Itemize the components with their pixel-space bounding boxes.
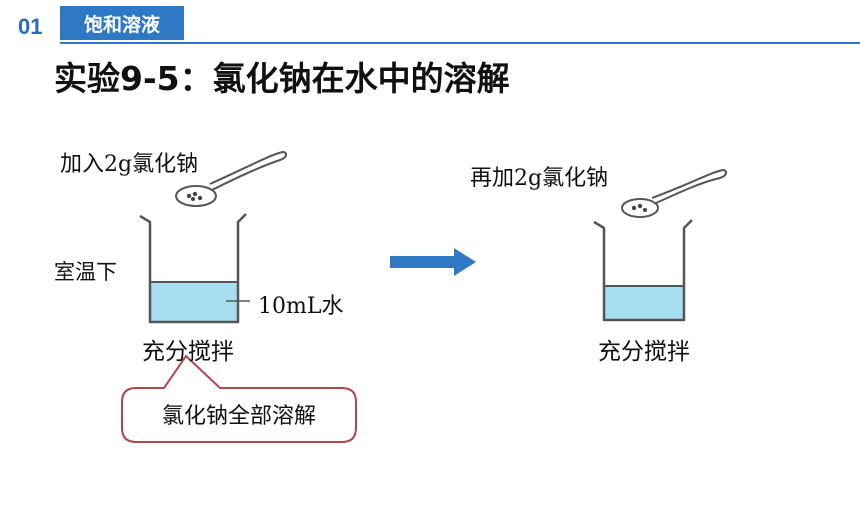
spoon-icon [175, 150, 288, 207]
add-more-salt-label: 再加2g氯化钠 [470, 166, 609, 191]
page-title: 实验9-5：氯化钠在水中的溶解 [54, 59, 510, 98]
section-title: 饱和溶液 [60, 6, 184, 40]
water-volume-label: 10mL水 [258, 294, 344, 319]
stir-label: 充分搅拌 [598, 339, 690, 365]
add-salt-label: 加入2g氯化钠 [60, 152, 199, 177]
temperature-label: 室温下 [54, 260, 117, 284]
beaker-icon [593, 219, 693, 322]
callout-bubble [121, 354, 357, 443]
arrow-right-icon [390, 248, 476, 276]
section-number: 01 [18, 14, 43, 39]
header-divider [60, 42, 860, 44]
beaker-icon [139, 213, 250, 324]
result-callout-text: 氯化钠全部溶解 [161, 404, 316, 429]
spoon-icon [621, 168, 728, 218]
stir-label: 充分搅拌 [142, 339, 234, 365]
